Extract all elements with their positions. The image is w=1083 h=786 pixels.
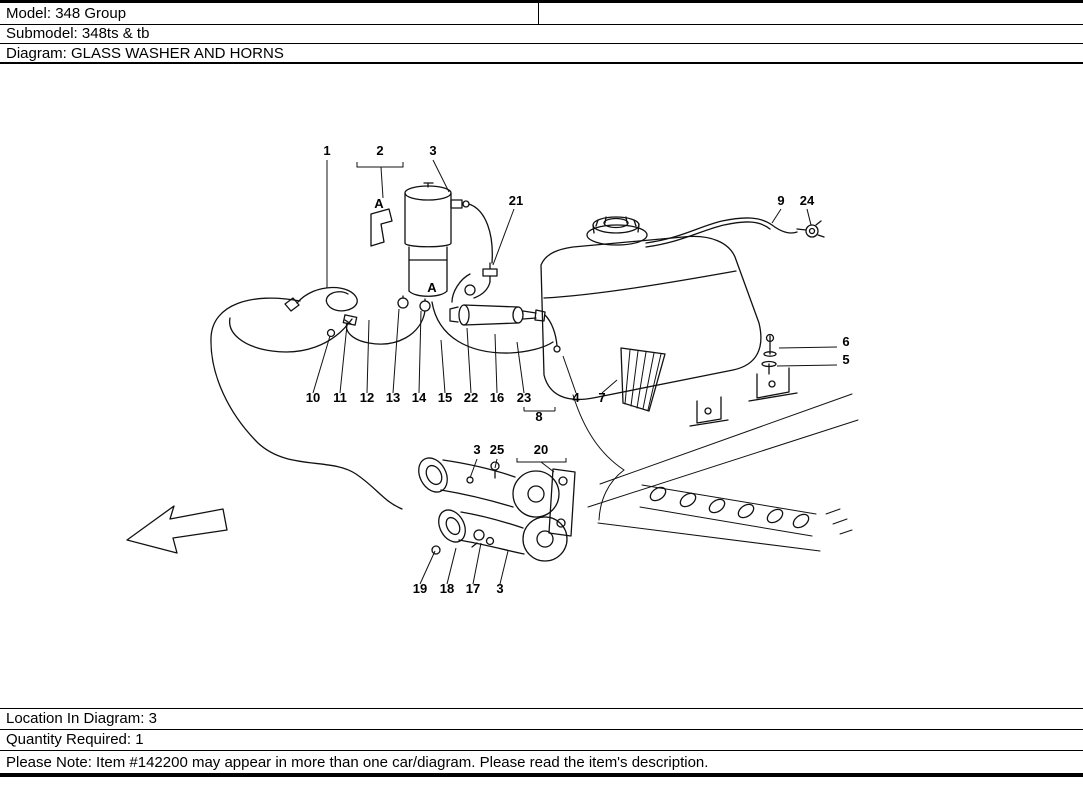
leader-lines — [312, 159, 838, 585]
callout-17: 17 — [466, 581, 480, 596]
pump-hoses — [345, 203, 554, 354]
callout-12: 12 — [360, 390, 374, 405]
footer-row-quantity: Quantity Required: 1 — [0, 730, 1083, 751]
header-cell-divider — [538, 3, 539, 24]
parts-diagram-drawing: 1232192410111213141522162384765325201918… — [126, 143, 859, 596]
callout-5: 5 — [842, 352, 849, 367]
drawing-layer — [126, 182, 859, 562]
submodel-text: Submodel: 348ts & tb — [6, 25, 150, 42]
header-row-model: Model: 348 Group — [0, 3, 1083, 25]
washer-reservoir — [540, 216, 762, 401]
model-text: Model: 348 Group — [6, 5, 127, 22]
hatched-bracket — [620, 347, 666, 412]
callout-23: 23 — [517, 390, 531, 405]
direction-arrow — [126, 505, 228, 554]
callout-19: 19 — [413, 581, 427, 596]
callout-1: 1 — [323, 143, 330, 158]
header-row-diagram: Diagram: GLASS WASHER AND HORNS — [0, 44, 1083, 64]
horns — [418, 457, 576, 562]
callout-15: 15 — [438, 390, 452, 405]
callout-18: 18 — [440, 581, 454, 596]
callout-4: 4 — [572, 390, 580, 405]
hose-loop — [210, 297, 403, 510]
jet-hose — [645, 217, 825, 248]
callout-20: 20 — [534, 442, 548, 457]
callout-3: 3 — [473, 442, 480, 457]
tee-fitting — [464, 262, 498, 296]
location-text: Location In Diagram: 3 — [6, 710, 157, 727]
page-header: Model: 348 Group Submodel: 348ts & tb Di… — [0, 0, 1083, 64]
washer-pump-motor — [397, 182, 470, 312]
header-row-submodel: Submodel: 348ts & tb — [0, 25, 1083, 44]
quantity-text: Quantity Required: 1 — [6, 731, 144, 748]
tank-mounting — [689, 333, 798, 427]
footer-row-note: Please Note: Item #142200 may appear in … — [0, 751, 1083, 777]
callout-16: 16 — [490, 390, 504, 405]
callout-11: 11 — [333, 390, 347, 405]
callout-8: 8 — [535, 409, 542, 424]
callout-7: 7 — [598, 390, 605, 405]
callout-14: 14 — [412, 390, 427, 405]
ref-letter-A: A — [374, 196, 384, 211]
callout-24: 24 — [800, 193, 815, 208]
body-sill — [572, 393, 859, 552]
wiring-harness — [284, 286, 358, 338]
callout-13: 13 — [386, 390, 400, 405]
callout-9: 9 — [777, 193, 784, 208]
callout-10: 10 — [306, 390, 320, 405]
callout-6: 6 — [842, 334, 849, 349]
footer-row-location: Location In Diagram: 3 — [0, 709, 1083, 730]
callout-22: 22 — [464, 390, 478, 405]
callout-2: 2 — [376, 143, 383, 158]
callout-21: 21 — [509, 193, 523, 208]
note-text: Please Note: Item #142200 may appear in … — [6, 754, 709, 771]
callout-25: 25 — [490, 442, 504, 457]
pump-bracket — [370, 208, 393, 247]
diagram-title-text: Diagram: GLASS WASHER AND HORNS — [6, 45, 284, 62]
page-footer: Location In Diagram: 3 Quantity Required… — [0, 708, 1083, 777]
callout-3: 3 — [429, 143, 436, 158]
callout-3: 3 — [496, 581, 503, 596]
ref-letter-A: A — [427, 280, 437, 295]
